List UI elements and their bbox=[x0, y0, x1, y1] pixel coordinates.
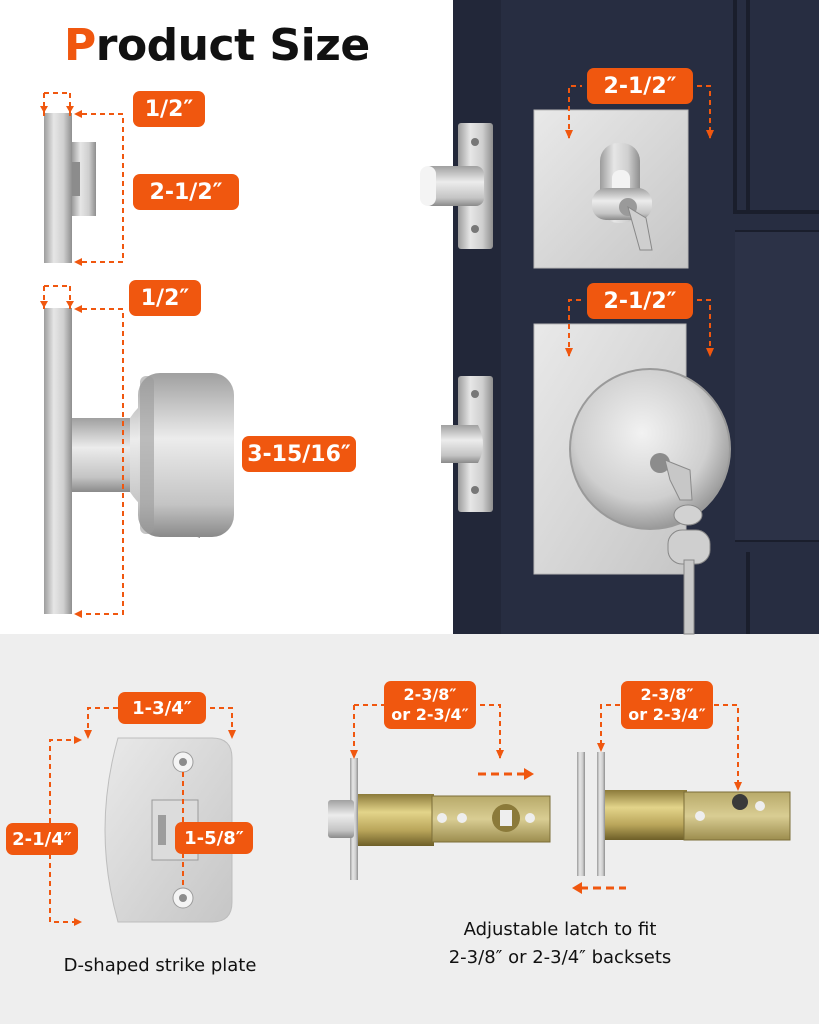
latch1-backset-badge: 2-3/8″ or 2-3/4″ bbox=[384, 681, 476, 729]
latch2-backset-line2: or 2-3/4″ bbox=[628, 705, 706, 724]
strike-width-badge: 1-3/4″ bbox=[118, 692, 206, 724]
knob-thickness-badge: 1/2″ bbox=[129, 280, 201, 316]
strike-hole-spacing-badge: 1-5/8″ bbox=[175, 822, 253, 854]
latch2-faceplate bbox=[577, 752, 585, 876]
title-rest: roduct Size bbox=[95, 20, 370, 71]
deadbolt-width-badge: 2-1/2″ bbox=[587, 68, 693, 104]
strike-plate-caption: D-shaped strike plate bbox=[63, 955, 257, 976]
latch1-backset-line2: or 2-3/4″ bbox=[391, 705, 469, 724]
latch1-backset-line1: 2-3/8″ bbox=[403, 685, 457, 704]
knob-side-plate bbox=[44, 308, 72, 614]
latch2-backset-line1: 2-3/8″ bbox=[640, 685, 694, 704]
page-title: Product Size bbox=[64, 20, 370, 71]
knob-plate-width-badge: 2-1/2″ bbox=[587, 283, 693, 319]
strike-height-badge: 2-1/4″ bbox=[6, 823, 78, 855]
latch2-backset-badge: 2-3/8″ or 2-3/4″ bbox=[621, 681, 713, 729]
latch-caption-line1: Adjustable latch to fit bbox=[463, 919, 657, 940]
title-first-letter: P bbox=[64, 20, 96, 71]
door-edge bbox=[453, 0, 501, 634]
latch-caption-line2: 2-3/8″ or 2-3/4″ backsets bbox=[448, 947, 672, 968]
deadbolt-height-badge: 2-1/2″ bbox=[133, 174, 239, 210]
deadbolt-thickness-badge: 1/2″ bbox=[133, 91, 205, 127]
deadbolt-side-plate bbox=[44, 113, 72, 263]
knob-projection-badge: 3-15/16″ bbox=[242, 436, 356, 472]
latch-caption: Adjustable latch to fit 2-3/8″ or 2-3/4″… bbox=[400, 916, 720, 972]
